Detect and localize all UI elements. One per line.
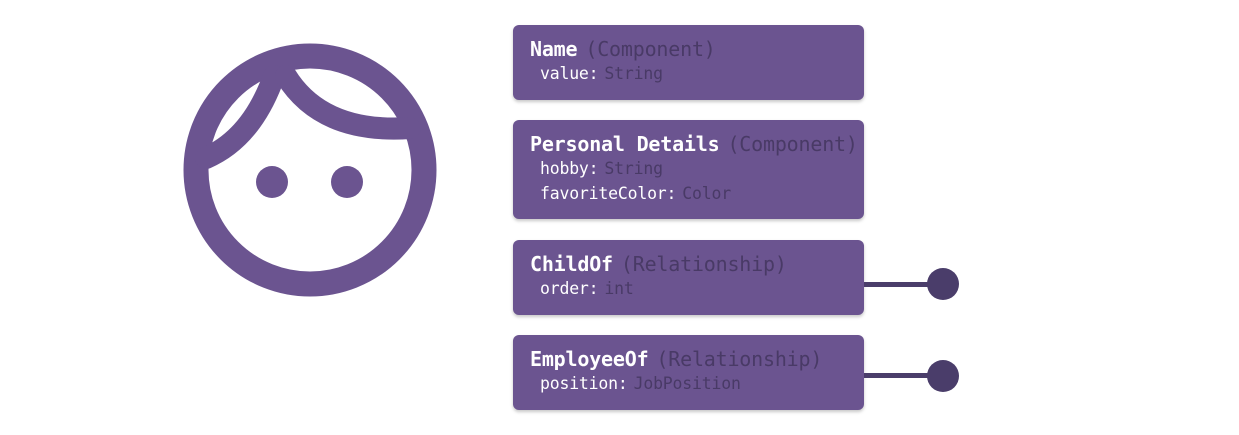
field-type: String: [604, 64, 663, 83]
card-kind: (Relationship): [620, 252, 787, 276]
relationship-target-handle[interactable]: [927, 268, 959, 300]
card-title: Name (Component): [530, 37, 864, 61]
card-title: ChildOf (Relationship): [530, 252, 864, 276]
component-card-name: Name (Component) value: String: [513, 25, 864, 100]
field-name: order:: [540, 279, 599, 298]
face-icon: [182, 42, 438, 298]
relationship-connector-line: [864, 373, 942, 378]
card-title-name: EmployeeOf: [530, 347, 649, 371]
card-kind: (Component): [585, 37, 716, 61]
field-row: value: String: [530, 61, 864, 86]
component-card-personal-details: Personal Details (Component) hobby: String…: [513, 120, 864, 219]
field-row: favoriteColor: Color: [530, 181, 864, 206]
field-type: JobPosition: [633, 374, 741, 393]
field-name: position:: [540, 374, 628, 393]
field-row: order: int: [530, 276, 864, 301]
field-name: hobby:: [540, 159, 599, 178]
field-type: int: [604, 279, 634, 298]
card-kind: (Relationship): [656, 347, 823, 371]
field-name: favoriteColor:: [540, 184, 677, 203]
relationship-target-handle[interactable]: [927, 360, 959, 392]
field-name: value:: [540, 64, 599, 83]
relationship-card-childof: ChildOf (Relationship) order: int: [513, 240, 864, 315]
field-type: Color: [682, 184, 731, 203]
card-title-name: Personal Details: [530, 132, 720, 156]
field-row: position: JobPosition: [530, 371, 864, 396]
card-title: EmployeeOf (Relationship): [530, 347, 864, 371]
relationship-card-employeeof: EmployeeOf (Relationship) position: JobPos…: [513, 335, 864, 410]
card-kind: (Component): [727, 132, 858, 156]
card-title-name: Name: [530, 37, 578, 61]
relationship-connector-line: [864, 282, 942, 287]
field-row: hobby: String: [530, 156, 864, 181]
card-title-name: ChildOf: [530, 252, 613, 276]
card-title: Personal Details (Component): [530, 132, 864, 156]
field-type: String: [604, 159, 663, 178]
